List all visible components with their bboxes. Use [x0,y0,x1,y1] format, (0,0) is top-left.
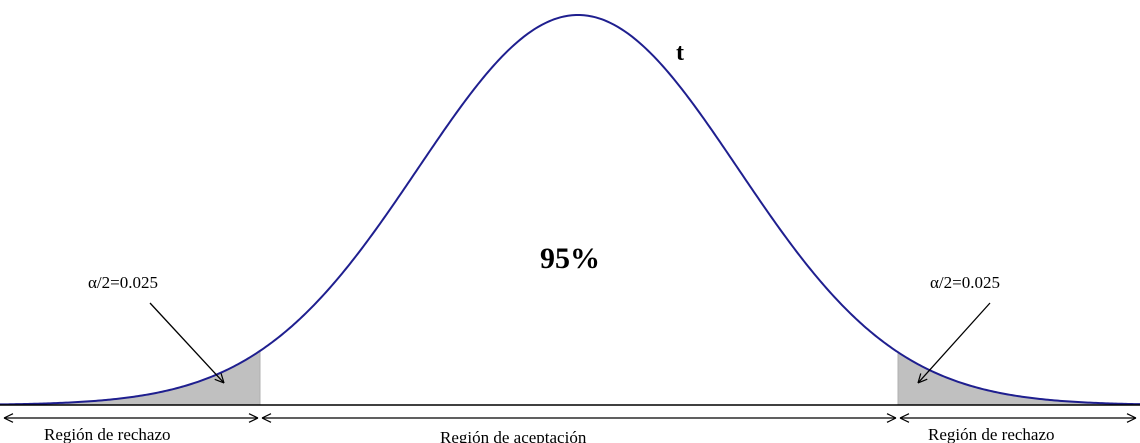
left-rejection-span-left-head-a [3,413,14,419]
right-rejection-span-left-head-a [899,413,910,419]
acceptance-span-left-head-a [261,413,272,419]
alpha-left-label: α/2=0.025 [88,273,158,292]
acceptance-region-label: Región de aceptación [440,428,587,443]
alpha-left-pointer [149,302,225,384]
right-rejection-tail [898,352,1140,405]
t-distribution-curve [0,13,1140,406]
region-arrows [3,413,1137,423]
acceptance-percent-label: 95% [540,242,600,275]
alpha-right-pointer-head-b [917,378,928,384]
acceptance-span-right-head-b [886,413,897,419]
curve-name-label: t [676,40,684,66]
alpha-right-pointer-head-a [917,373,922,384]
left-rejection-span-right-head-b [248,413,259,419]
right-rejection-region-label: Región de rechazo [928,425,1055,443]
right-rejection-span-left-head-b [899,417,910,423]
alpha-pointer-arrows [149,302,991,384]
right-rejection-span-right-head-a [1126,417,1137,423]
acceptance-span-right-head-a [886,417,897,423]
left-rejection-region-label: Región de rechazo [44,425,171,443]
alpha-right-pointer [917,302,991,384]
left-rejection-span-left-head-b [3,417,14,423]
right-rejection-span-right-head-b [1126,413,1137,419]
alpha-right-label: α/2=0.025 [930,273,1000,292]
acceptance-span-left-head-b [261,417,272,423]
alpha-left-pointer-head-a [214,378,225,384]
left-rejection-tail [0,350,260,405]
alpha-left-pointer-head-b [220,373,225,384]
left-rejection-span-right-head-a [248,417,259,423]
